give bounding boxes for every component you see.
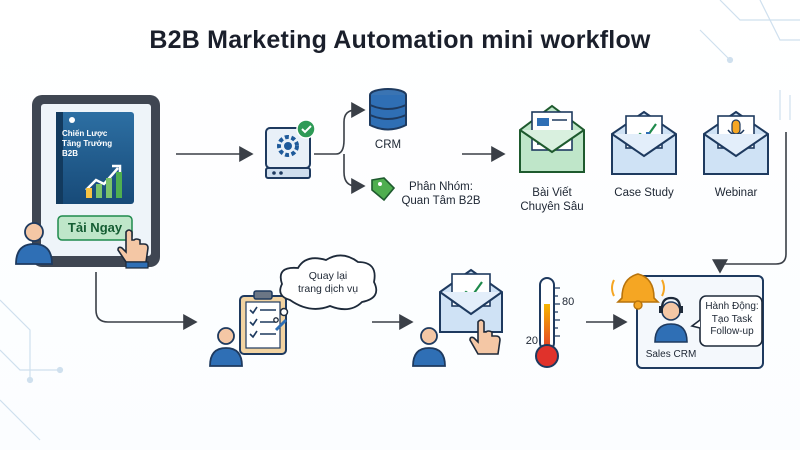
notification-bell-icon	[611, 273, 665, 310]
automation-gear-server-icon	[265, 119, 316, 179]
email-label-casestudy: Case Study	[614, 187, 674, 199]
flow-arrows	[95, 102, 787, 330]
hand-cursor-icon	[117, 229, 149, 269]
clipboard-checklist-icon	[239, 290, 288, 355]
segment-label-line-1: Phân Nhóm:	[409, 181, 473, 193]
tablet-device	[32, 95, 160, 267]
user-icon-email-click	[412, 327, 446, 367]
revisit-label-line-2: trang dịch vụ	[297, 283, 359, 296]
arrow-tablet-to-revisit	[95, 272, 198, 330]
ebook-title-line-3: B2B	[62, 149, 79, 158]
sales-action-line-1: Hành Động:	[705, 301, 759, 312]
email-envelope-article-icon	[519, 104, 585, 173]
revisit-label: Quay lại trang dịch vụ	[288, 270, 368, 296]
sales-crm-panel	[636, 275, 764, 369]
crm-database-icon	[369, 88, 407, 131]
sales-action-line-3: Follow-up	[710, 326, 754, 337]
email-label-article-line-2: Chuyên Sâu	[520, 201, 584, 214]
segment-label: Phân Nhóm: Quan Tâm B2B	[398, 180, 484, 209]
email-label-webinar: Webinar	[714, 187, 758, 199]
arrow-webinar-to-sales	[712, 132, 787, 274]
thermometer-low-label: 20	[525, 335, 538, 347]
revisit-label-line-1: Quay lại	[308, 270, 348, 282]
hand-cursor-click-icon	[469, 319, 501, 355]
email-click-envelope-icon	[439, 268, 503, 333]
ebook-title-line-1: Chiến Lược	[62, 129, 108, 138]
user-icon-tablet	[15, 222, 53, 265]
email-label-article-line-1: Bài Viết	[532, 187, 572, 199]
ebook-title-line-2: Tăng Trưởng	[62, 139, 113, 148]
email-envelope-casestudy-icon	[611, 110, 677, 175]
user-icon-revisit	[209, 327, 243, 367]
sales-crm-label: Sales CRM	[645, 349, 697, 360]
revisit-thought-cloud	[273, 254, 378, 323]
crm-label: CRM	[374, 139, 402, 151]
thermometer-high-label: 80	[562, 296, 575, 308]
email-envelope-webinar-icon	[703, 110, 769, 175]
sales-action-callout: Hành Động: Tạo Task Follow-up	[702, 301, 762, 339]
diagram-title: B2B Marketing Automation mini workflow	[149, 26, 651, 54]
download-button[interactable]: Tải Ngay	[67, 220, 123, 235]
segment-label-line-2: Quan Tâm B2B	[401, 195, 481, 208]
sales-action-line-2: Tạo Task	[711, 313, 753, 325]
segment-tag-icon	[371, 177, 396, 202]
arrow-automation-to-crm	[314, 102, 366, 155]
arrow-automation-to-tag	[343, 154, 366, 194]
email-label-article: Bài Viết Chuyên Sâu	[508, 186, 596, 215]
ebook-title: Chiến Lược Tăng Trưởng B2B	[62, 129, 134, 159]
lead-score-thermometer-icon	[535, 277, 560, 368]
